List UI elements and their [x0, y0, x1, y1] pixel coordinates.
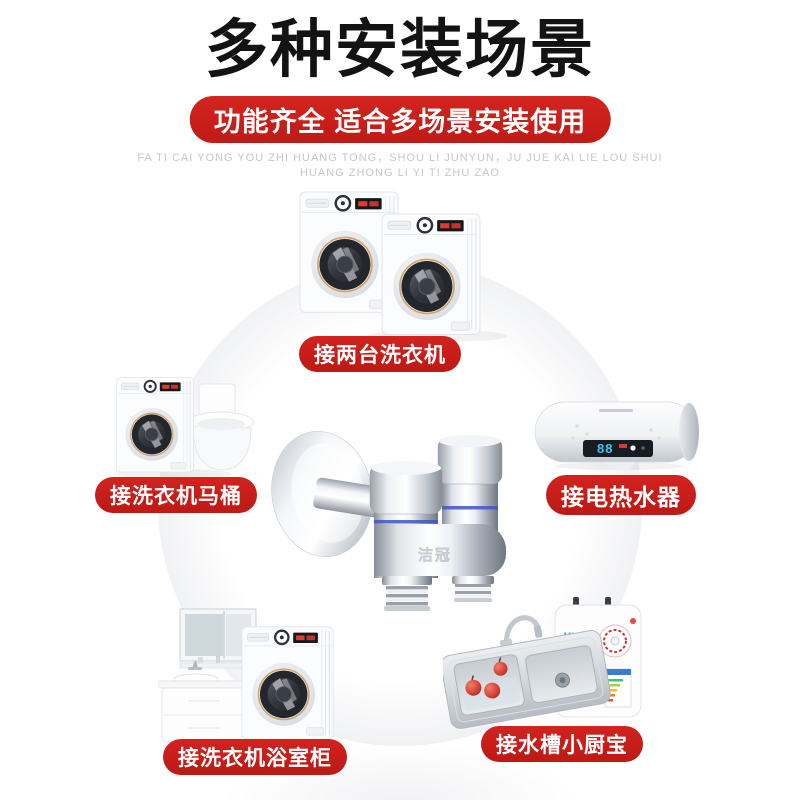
blue-ring-rear	[442, 506, 498, 510]
label-washing-machine-toilet: 接洗衣机马桶	[95, 477, 257, 513]
product-faucet-image: 洁冠	[271, 431, 506, 611]
sink-kitchen-water-heater-image: Midea	[443, 597, 642, 729]
label-sink-kitchen-water-heater: 接水槽小厨宝	[481, 726, 643, 762]
pinyin-caption: FA TI CAI YONG YOU ZHI HUANG TONG，SHOU L…	[0, 151, 800, 181]
front-outlet-thread	[382, 576, 432, 611]
kitchen-sink-illustration	[443, 615, 611, 729]
vanity-cabinet-illustration	[158, 660, 251, 743]
pinyin-line-1: FA TI CAI YONG YOU ZHI HUANG TONG，SHOU L…	[137, 152, 663, 164]
toilet-illustration	[188, 383, 254, 471]
rear-outlet-thread	[452, 576, 494, 602]
electric-water-heater-image: 88	[534, 401, 699, 470]
water-heater-illustration: 88	[534, 401, 699, 470]
two-washing-machines-image	[298, 190, 508, 342]
label-two-washing-machines: 接两台洗衣机	[299, 336, 461, 372]
washing-machine-bathroom-cabinet-image	[158, 608, 335, 750]
blue-ring-front	[374, 520, 438, 524]
washing-machine-illustration	[115, 376, 195, 473]
pinyin-line-2: HUANG ZHONG LI YI TI ZHU ZAO	[300, 167, 500, 179]
heater-temperature-display: 88	[597, 441, 613, 456]
label-washing-machine-bathroom-cabinet: 接洗衣机浴室柜	[163, 739, 347, 775]
label-electric-water-heater: 接电热水器	[546, 475, 696, 515]
washing-machine-toilet-image	[113, 376, 254, 479]
washing-machine-front-illustration	[380, 212, 482, 336]
subtitle-banner: 功能齐全 适合多场景安装使用	[189, 96, 611, 143]
brand-engraving: 洁冠	[418, 546, 452, 564]
page-title: 多种安装场景	[205, 15, 595, 85]
washing-machine-illustration	[240, 625, 335, 741]
rear-valve-body	[437, 435, 503, 542]
faucet-bridge-body	[374, 524, 506, 576]
